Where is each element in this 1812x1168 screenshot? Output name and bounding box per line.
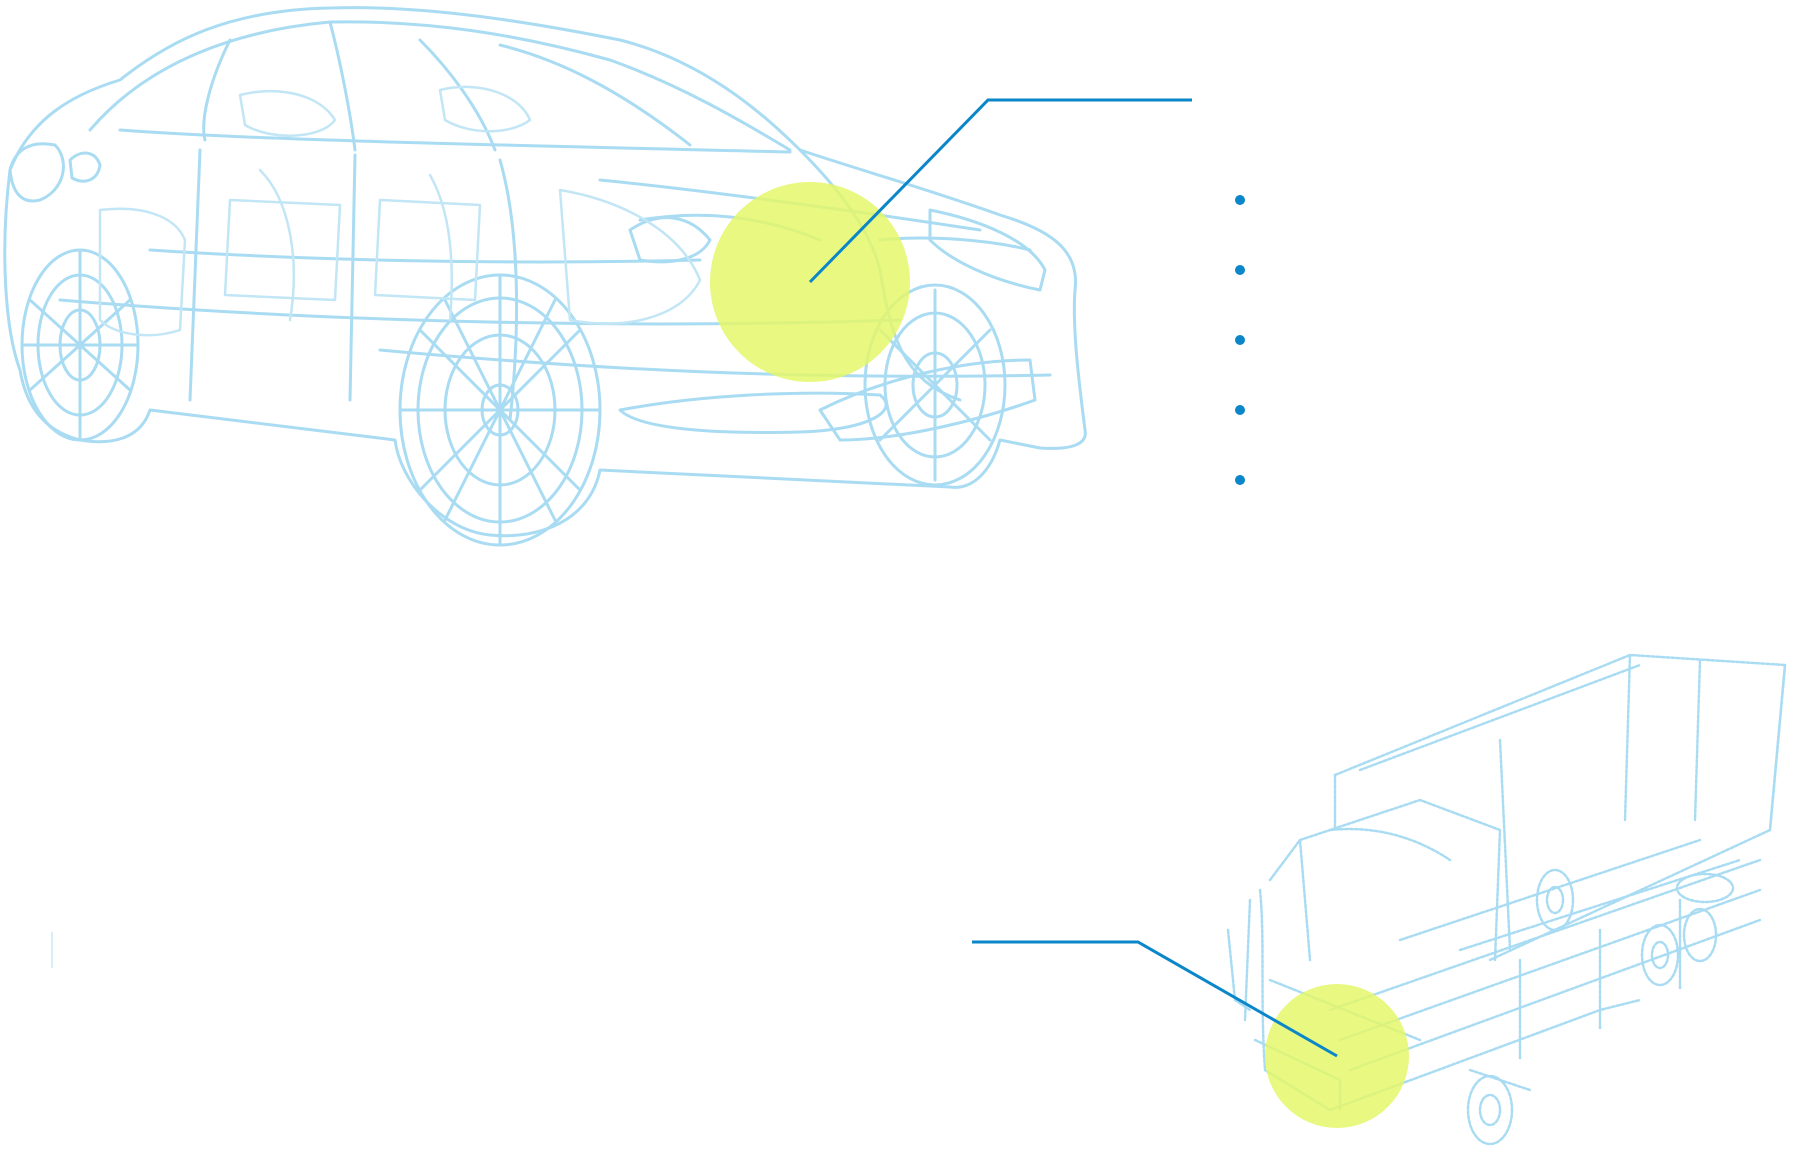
truck-wheel <box>1682 907 1718 963</box>
truck-wheel <box>1640 923 1680 987</box>
bullet-marker <box>1235 475 1245 485</box>
truck-callout-line <box>972 940 1338 1058</box>
car-callout-line <box>808 98 1192 284</box>
bullet-marker <box>1235 335 1245 345</box>
car-wheels <box>20 248 1007 547</box>
truck-wheel <box>1535 868 1575 932</box>
car-bullet-list <box>1235 195 1245 485</box>
truck-spare-tire <box>1675 872 1735 904</box>
bullet-marker <box>1235 405 1245 415</box>
truck-wheel <box>1466 1074 1514 1146</box>
front-right-wheel <box>863 283 1007 487</box>
bullet-marker <box>1235 265 1245 275</box>
bullet-marker <box>1235 195 1245 205</box>
truck-wheels <box>1466 868 1735 1146</box>
car-interior <box>98 85 702 337</box>
